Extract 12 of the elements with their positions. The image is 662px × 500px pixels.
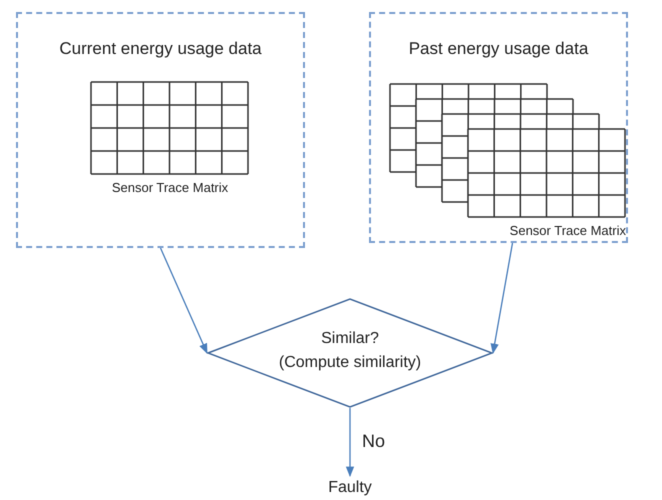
group-title: Current energy usage data bbox=[58, 38, 263, 60]
dashed-group-box bbox=[369, 12, 628, 243]
decision-text: (Compute similarity) bbox=[278, 353, 422, 373]
dashed-group-box bbox=[16, 12, 305, 248]
outcome-text: Faulty bbox=[328, 478, 372, 498]
group-title: Past energy usage data bbox=[408, 38, 590, 60]
arrow bbox=[160, 248, 208, 354]
arrow bbox=[346, 408, 354, 478]
matrix-caption: Sensor Trace Matrix bbox=[110, 179, 230, 197]
decision-text: Similar? bbox=[321, 329, 379, 349]
arrow bbox=[490, 242, 514, 354]
matrix-caption: Sensor Trace Matrix bbox=[510, 222, 626, 240]
